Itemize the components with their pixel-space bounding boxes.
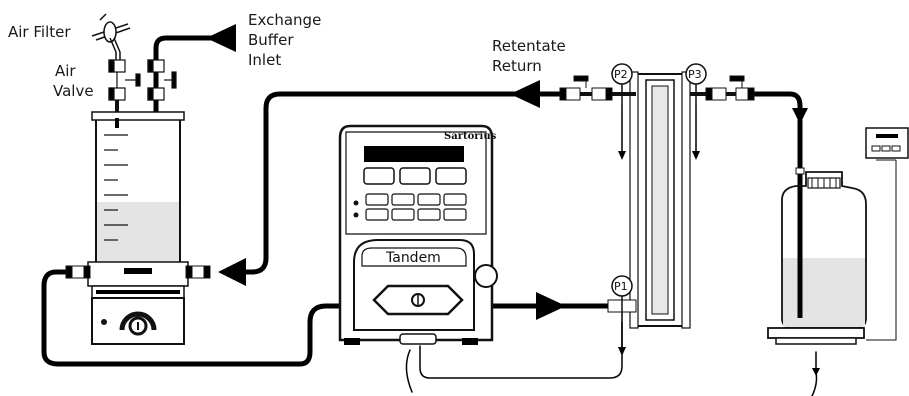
filtrate-drain-tube (419, 321, 623, 379)
laboratory-balance (767, 127, 909, 345)
retentate-valve-icon (559, 75, 636, 101)
magnetic-stirrer (91, 285, 185, 345)
reservoir-vessel (87, 111, 189, 287)
buffer-inlet-tube (153, 35, 218, 251)
vessel-return-arrow (218, 258, 246, 286)
tubing-lines (41, 35, 818, 396)
retentate-return-label-line1: Retentate (492, 37, 566, 55)
pump-model-label: Tandem (385, 250, 441, 266)
gauge-p1-label: P1 (614, 280, 628, 293)
exchange-buffer-label-line1: Exchange (248, 11, 322, 29)
flow-arrows (206, 24, 820, 376)
gauge-p2-label: P2 (614, 68, 628, 81)
vessel-inlet-fitting (185, 265, 211, 279)
air-valve-label-line2: Valve (53, 82, 94, 100)
feed-tube (41, 269, 615, 367)
exchange-buffer-label-line3: Inlet (248, 51, 282, 69)
permeate-tube (749, 91, 803, 321)
air-valve-label-line1: Air (55, 62, 76, 80)
air-filter-label: Air Filter (8, 23, 71, 41)
air-valve-icon (108, 59, 141, 116)
exchange-buffer-label-line2: Buffer (248, 31, 294, 49)
pressure-gauge-p2 (611, 63, 633, 106)
buffer-valve-icon (147, 59, 177, 101)
pump-maker-logo: Sartorius (444, 131, 497, 142)
retentate-return-label-line2: Return (492, 57, 542, 75)
gauge-p3-label: P3 (688, 68, 702, 81)
feed-flow-arrow (536, 292, 566, 320)
retentate-return-tube (232, 91, 563, 275)
inlet-flow-arrow (206, 24, 236, 52)
air-filter-icon (91, 13, 131, 60)
pressure-gauge-p3 (685, 63, 707, 106)
filter-cassette (629, 71, 691, 329)
peristaltic-pump (338, 124, 498, 345)
permeate-valve-icon (690, 75, 755, 101)
permeate-collection-bottle (781, 167, 867, 329)
vessel-outlet-fitting (65, 265, 91, 279)
permeate-flow-arrow (792, 108, 808, 124)
pressure-gauge-p1 (611, 275, 633, 312)
return-flow-arrow (510, 80, 540, 108)
